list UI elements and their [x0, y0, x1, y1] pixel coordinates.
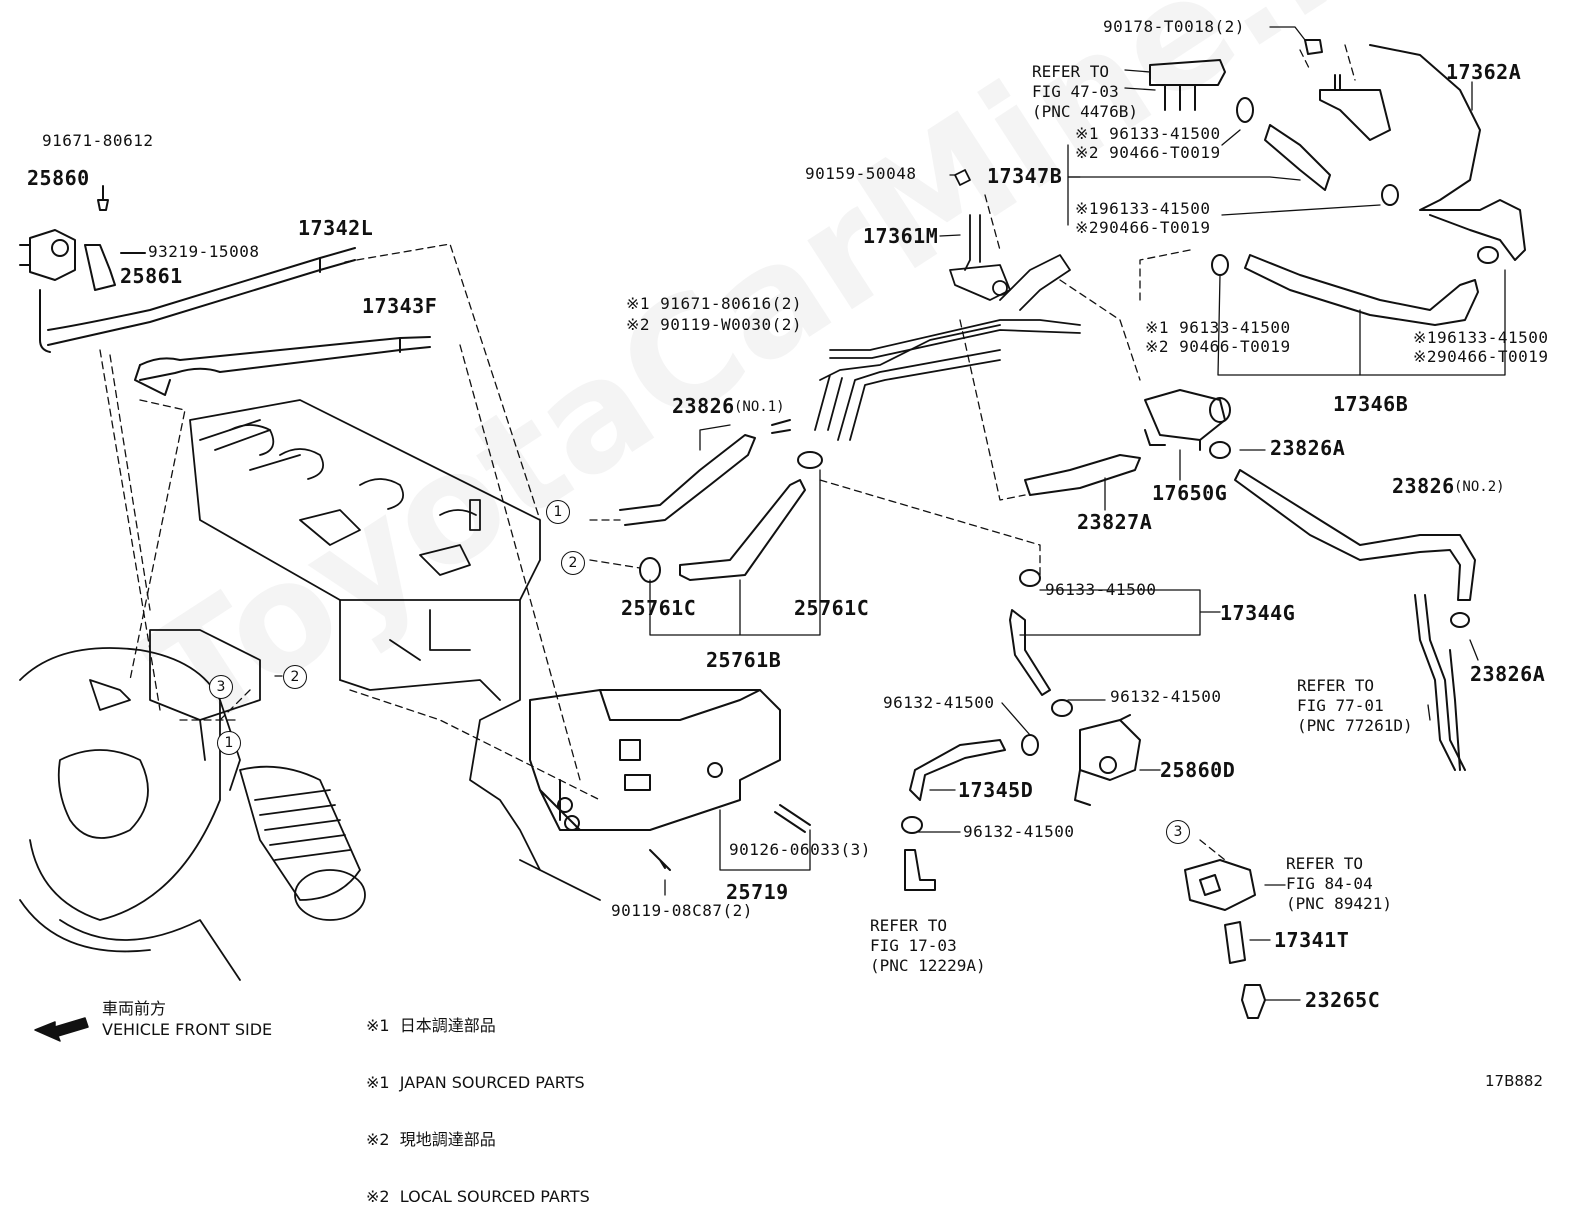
part-label-96132-41500-left[interactable]: 96132-41500	[883, 693, 995, 712]
front-arrow	[34, 1017, 89, 1042]
part-label-25761C-left[interactable]: 25761C	[621, 596, 697, 620]
callout-circle-3-sensor[interactable]: 3	[1166, 820, 1190, 844]
parts-diagram-artwork	[19, 26, 1526, 1042]
hose-17342L	[47, 247, 356, 346]
part-label-17344G[interactable]: 17344G	[1220, 601, 1296, 625]
hose-17344G	[1009, 569, 1073, 717]
part-label-23826-no2-sub: (NO.2)	[1454, 479, 1505, 495]
valve-17650G	[1144, 389, 1231, 451]
legend-line-1: ※1 日本調達部品	[366, 1016, 496, 1035]
clamp-label-2a[interactable]: ※196133-41500	[1075, 199, 1211, 218]
legend-line-4: ※2 LOCAL SOURCED PARTS	[366, 1187, 590, 1206]
part-label-23265C[interactable]: 23265C	[1305, 988, 1381, 1012]
pipes-17361M	[814, 169, 1081, 441]
legend-line-3: ※2 現地調達部品	[366, 1130, 496, 1149]
part-label-91671-80612[interactable]: 91671-80612	[42, 131, 154, 150]
reference-lines-left	[99, 243, 1041, 801]
diagram-id: 17B882	[1485, 1072, 1544, 1090]
part-label-17343F[interactable]: 17343F	[362, 294, 438, 318]
hose-17345D	[901, 739, 1006, 891]
part-label-17341T[interactable]: 17341T	[1274, 928, 1350, 952]
leader-lines	[649, 26, 1506, 1001]
clamp-label-1b[interactable]: ※2 90466-T0019	[1075, 143, 1221, 162]
part-label-23827A[interactable]: 23827A	[1077, 510, 1153, 534]
part-label-25860D[interactable]: 25860D	[1160, 758, 1236, 782]
clamp-label-4b[interactable]: ※290466-T0019	[1413, 347, 1549, 366]
refer-fig-84-04[interactable]: REFER TO FIG 84-04 (PNC 89421)	[1286, 854, 1392, 913]
part-label-23826-no1[interactable]: 23826	[672, 394, 735, 418]
part-label-25719[interactable]: 25719	[726, 880, 789, 904]
part-label-25861[interactable]: 25861	[120, 264, 183, 288]
callout-circle-3-engine[interactable]: 3	[209, 675, 233, 699]
legend: ※1 日本調達部品 ※1 JAPAN SOURCED PARTS ※2 現地調達…	[366, 978, 590, 1225]
part-label-90159-50048[interactable]: 90159-50048	[805, 164, 917, 183]
refer-fig-17-03[interactable]: REFER TO FIG 17-03 (PNC 12229A)	[870, 916, 986, 975]
part-label-17362A[interactable]: 17362A	[1446, 60, 1522, 84]
vehicle-front-label-en: VEHICLE FRONT SIDE	[102, 1020, 273, 1039]
part-label-91671-80616[interactable]: ※1 91671-80616(2)	[626, 294, 803, 313]
part-label-25761C-right[interactable]: 25761C	[794, 596, 870, 620]
part-label-93219-15008[interactable]: 93219-15008	[148, 242, 260, 261]
hose-17346B	[1211, 246, 1499, 326]
clamp-label-3b[interactable]: ※2 90466-T0019	[1145, 337, 1291, 356]
legend-line-2: ※1 JAPAN SOURCED PARTS	[366, 1073, 585, 1092]
clamp-label-1a[interactable]: ※1 96133-41500	[1075, 124, 1221, 143]
part-label-17361M[interactable]: 17361M	[863, 224, 939, 248]
vsv-25860	[19, 185, 146, 353]
vsv-25860D	[1021, 714, 1141, 806]
part-label-25761B[interactable]: 25761B	[706, 648, 782, 672]
reference-lines-right	[959, 44, 1356, 861]
callout-circle-1-engine[interactable]: 1	[217, 731, 241, 755]
part-label-23826-no1-sub: (NO.1)	[734, 399, 785, 415]
part-label-96133-41500[interactable]: 96133-41500	[1045, 580, 1157, 599]
pipe-fig77	[1414, 594, 1470, 771]
clamp-label-4a[interactable]: ※196133-41500	[1413, 328, 1549, 347]
callout-circle-1-hose[interactable]: 1	[546, 500, 570, 524]
refer-fig-47-03[interactable]: REFER TO FIG 47-03 (PNC 4476B)	[1032, 62, 1138, 121]
part-label-23826A-bottom[interactable]: 23826A	[1470, 662, 1546, 686]
bracket-17362A	[1149, 39, 1526, 261]
hose-23827A	[1024, 454, 1141, 496]
hose-17343F	[134, 336, 431, 396]
part-label-17650G[interactable]: 17650G	[1152, 481, 1228, 505]
callout-circle-2-engine[interactable]: 2	[283, 665, 307, 689]
hose-17347B	[1236, 97, 1399, 206]
part-label-17346B[interactable]: 17346B	[1333, 392, 1409, 416]
part-label-90119-W0030[interactable]: ※2 90119-W0030(2)	[626, 315, 803, 334]
part-label-90178-T0018[interactable]: 90178-T0018(2)	[1103, 17, 1245, 36]
callout-circle-2-hose[interactable]: 2	[561, 551, 585, 575]
part-label-90119-08C87[interactable]: 90119-08C87(2)	[611, 901, 753, 920]
part-label-23826A-top[interactable]: 23826A	[1270, 436, 1346, 460]
part-label-25860[interactable]: 25860	[27, 166, 90, 190]
vehicle-front-label-jp: 車両前方	[102, 999, 167, 1018]
sensor-17341T	[1184, 859, 1266, 1019]
canister-25719	[529, 689, 811, 871]
hose-23826-no2	[1209, 441, 1476, 601]
clamp-label-3a[interactable]: ※1 96133-41500	[1145, 318, 1291, 337]
part-label-96132-41500-bottom[interactable]: 96132-41500	[963, 822, 1075, 841]
part-label-17347B[interactable]: 17347B	[987, 164, 1063, 188]
refer-fig-77-01[interactable]: REFER TO FIG 77-01 (PNC 77261D)	[1297, 676, 1413, 735]
engine-block	[19, 399, 601, 981]
part-label-96132-41500-right[interactable]: 96132-41500	[1110, 687, 1222, 706]
clamp-label-2b[interactable]: ※290466-T0019	[1075, 218, 1211, 237]
part-label-17345D[interactable]: 17345D	[958, 778, 1034, 802]
part-label-23826-no2[interactable]: 23826	[1392, 474, 1455, 498]
part-label-17342L[interactable]: 17342L	[298, 216, 374, 240]
part-label-90126-06033[interactable]: 90126-06033(3)	[729, 840, 871, 859]
hose-23826-no1	[619, 419, 791, 526]
